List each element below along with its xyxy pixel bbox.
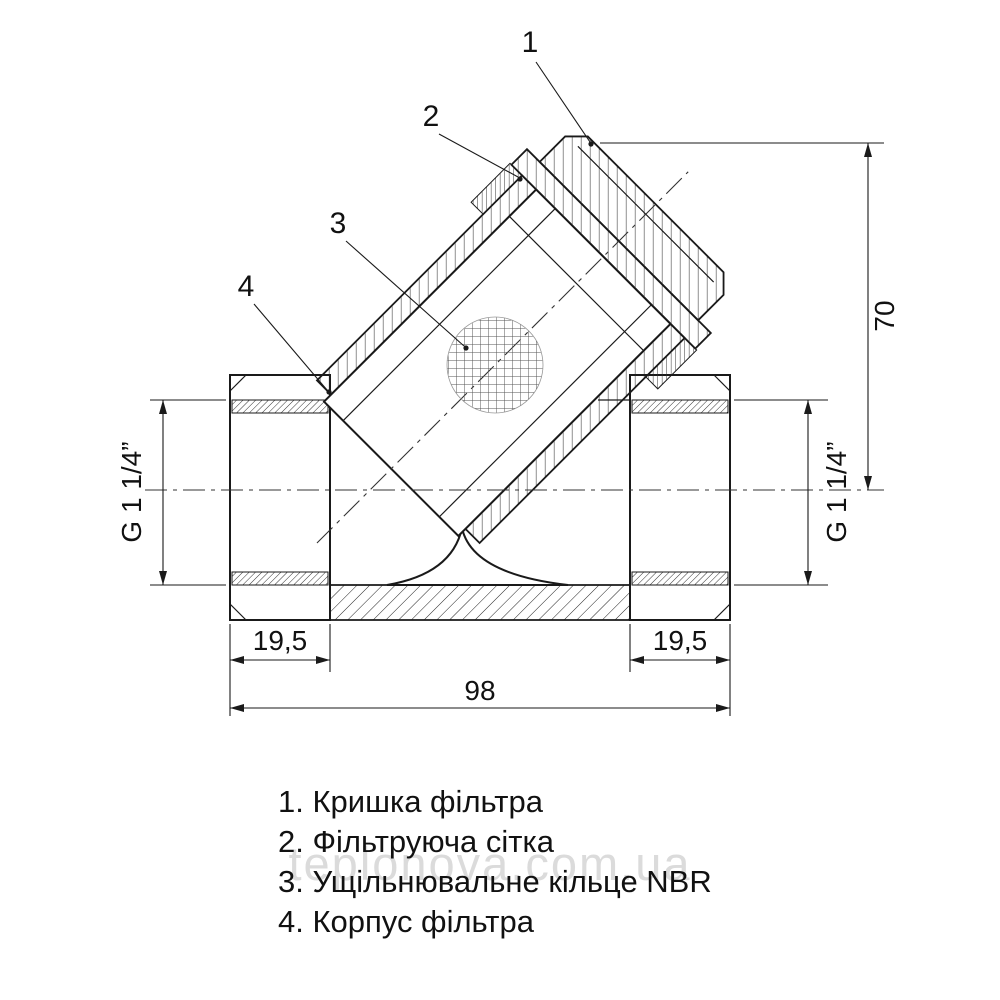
callout-2-number: 2 — [423, 100, 440, 133]
left-thread-bottom — [231, 571, 329, 586]
legend-item-4: 4. Корпус фільтра — [278, 904, 535, 939]
dim-overall-label: 98 — [464, 675, 495, 706]
dim-right-end: 19,5 — [629, 624, 731, 716]
dim-overall: 98 — [230, 675, 730, 712]
cartridge-inner-line — [438, 304, 652, 518]
callout-3: 3 — [330, 207, 469, 351]
valve-body — [145, 135, 884, 621]
legend-item-2: 2. Фільтруюча сітка — [278, 824, 555, 859]
callout-4: 4 — [238, 270, 332, 395]
callout-3-number: 3 — [330, 207, 347, 240]
chamfer-line — [713, 374, 731, 392]
left-coupling — [229, 374, 331, 621]
right-thread-top — [631, 399, 729, 414]
bottom-wall — [329, 584, 631, 621]
filter-mesh — [446, 316, 544, 414]
cartridge-inner-line — [342, 208, 556, 422]
callout-2: 2 — [423, 100, 523, 182]
dim-thread-right-label: G 1 1/4” — [821, 441, 852, 542]
callout-4-number: 4 — [238, 270, 255, 303]
body-center-details — [329, 375, 631, 621]
chamfer-line — [229, 374, 247, 392]
filter-cap — [538, 135, 725, 322]
right-coupling — [629, 374, 731, 621]
dim-left-end: 19,5 — [229, 624, 331, 716]
legend-item-1: 1. Кришка фільтра — [278, 784, 544, 819]
right-thread-bottom — [631, 571, 729, 586]
cartridge-flange-line — [508, 215, 645, 352]
dim-thread-left: G 1 1/4” — [116, 399, 226, 586]
callout-1: 1 — [522, 26, 594, 147]
chamfer-line — [713, 603, 731, 621]
watermark: teplonova.com.ua — [288, 837, 691, 890]
dim-thread-left-label: G 1 1/4” — [116, 441, 147, 542]
left-thread-top — [231, 399, 329, 414]
dim-right-end-label: 19,5 — [653, 625, 708, 656]
chamfer-line — [229, 603, 247, 621]
legend-item-3: 3. Ущільнювальне кільце NBR — [278, 864, 712, 899]
dim-height: 70 — [600, 142, 900, 490]
branch-centerline — [316, 171, 689, 544]
dim-left-end-label: 19,5 — [253, 625, 308, 656]
legend: 1. Кришка фільтра 2. Фільтруюча сітка 3.… — [278, 784, 712, 939]
callout-1-number: 1 — [522, 26, 539, 59]
dim-height-label: 70 — [869, 300, 900, 331]
dim-thread-right: G 1 1/4” — [734, 399, 852, 586]
